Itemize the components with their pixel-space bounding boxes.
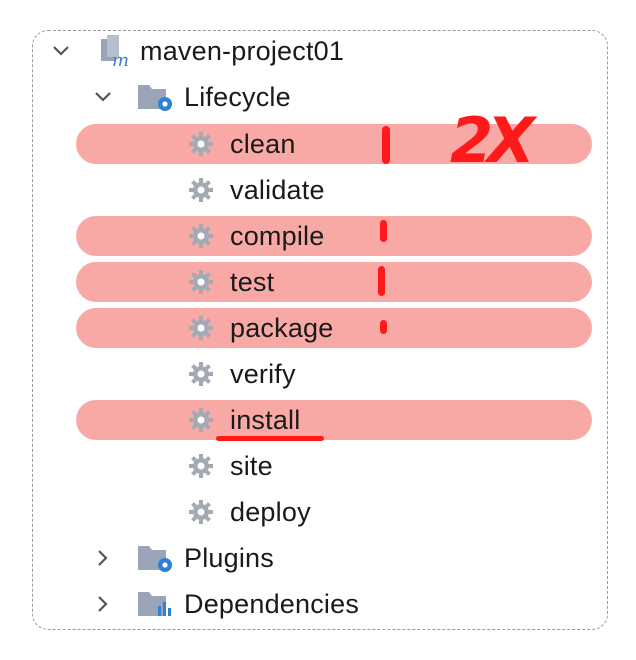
lifecycle-phase-verify[interactable]: verify	[0, 351, 636, 397]
dependencies-folder-icon	[136, 588, 176, 620]
phase-label: deploy	[230, 496, 311, 527]
annotation-tick-clean	[382, 126, 390, 164]
lifecycle-phase-site[interactable]: site	[0, 443, 636, 489]
lifecycle-phase-package[interactable]: package	[0, 305, 636, 351]
lifecycle-phase-clean[interactable]: clean	[0, 121, 636, 167]
annotation-note: 2X	[450, 104, 535, 177]
annotation-tick-package	[380, 320, 387, 334]
project-label: maven-project01	[140, 35, 345, 66]
highlight-install	[76, 400, 592, 440]
lifecycle-phase-validate[interactable]: validate	[0, 167, 636, 213]
lifecycle-label: Lifecycle	[184, 81, 291, 112]
tree-row-project[interactable]: m maven-project01	[0, 28, 636, 74]
highlight-clean	[76, 124, 592, 164]
plugins-folder-icon	[136, 542, 176, 574]
gear-icon	[186, 451, 216, 481]
maven-tool-window-panel	[32, 30, 608, 630]
lifecycle-phase-compile[interactable]: compile	[0, 213, 636, 259]
gear-icon	[186, 175, 216, 205]
annotation-tick-test	[378, 266, 385, 296]
gear-icon	[186, 313, 216, 343]
tree-row-lifecycle[interactable]: Lifecycle	[0, 74, 636, 120]
gear-icon	[186, 359, 216, 389]
annotation-underline-install	[216, 436, 324, 441]
lifecycle-phase-install[interactable]: install	[0, 397, 636, 443]
phase-label: test	[230, 266, 275, 297]
maven-module-icon: m	[98, 33, 134, 69]
dependencies-label: Dependencies	[184, 588, 360, 619]
phase-label: package	[230, 312, 334, 343]
lifecycle-phase-test[interactable]: test	[0, 259, 636, 305]
highlight-package	[76, 308, 592, 348]
gear-icon	[186, 497, 216, 527]
phase-label: verify	[230, 358, 296, 389]
plugins-label: Plugins	[184, 542, 274, 573]
phase-label: clean	[230, 128, 296, 159]
phase-label: compile	[230, 220, 325, 251]
annotation-tick-compile	[380, 220, 387, 242]
phase-label: install	[230, 404, 301, 435]
phase-label: site	[230, 450, 273, 481]
tree-row-plugins[interactable]: Plugins	[0, 535, 636, 581]
tree-row-dependencies[interactable]: Dependencies	[0, 581, 636, 627]
chevron-right-icon[interactable]	[92, 547, 114, 569]
phase-label: validate	[230, 174, 325, 205]
svg-text:m: m	[112, 50, 129, 69]
gear-icon	[186, 405, 216, 435]
chevron-down-icon[interactable]	[92, 86, 114, 108]
lifecycle-phase-deploy[interactable]: deploy	[0, 489, 636, 535]
chevron-down-icon[interactable]	[50, 40, 72, 62]
lifecycle-folder-icon	[136, 81, 176, 113]
gear-icon	[186, 129, 216, 159]
highlight-test	[76, 262, 592, 302]
gear-icon	[186, 221, 216, 251]
chevron-right-icon[interactable]	[92, 593, 114, 615]
highlight-compile	[76, 216, 592, 256]
gear-icon	[186, 267, 216, 297]
